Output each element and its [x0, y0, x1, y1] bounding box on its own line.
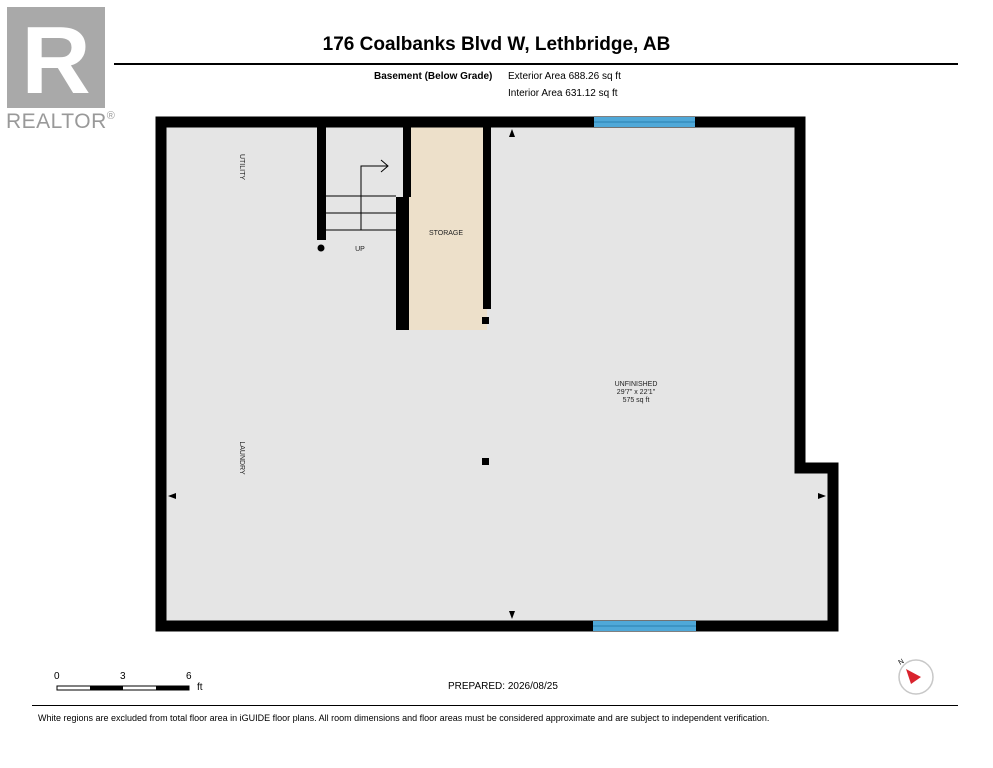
title-divider	[114, 63, 958, 65]
dimension-arrow-bottom	[509, 611, 515, 619]
compass-needle-icon	[906, 669, 921, 684]
room-label-laundry: LAUNDRY	[238, 441, 245, 475]
interior-area: Interior Area 631.12 sq ft	[508, 88, 618, 99]
scale-label-0: 0	[54, 671, 60, 682]
registered-mark: ®	[106, 110, 116, 122]
column-post	[482, 317, 489, 324]
storage-wall-left	[396, 197, 409, 330]
exterior-wall	[155, 116, 839, 632]
room-label-storage: STORAGE	[429, 230, 463, 237]
scale-bar-segment	[90, 686, 123, 690]
storage-wall-right	[483, 127, 491, 309]
room-dimensions-unfinished: 29'7" x 22'1"	[617, 389, 656, 396]
floor-area	[161, 122, 833, 626]
footer-divider	[32, 705, 958, 706]
realtor-logo: R	[7, 7, 105, 114]
room-area-unfinished: 575 sq ft	[623, 397, 650, 404]
stair-label-up: UP	[355, 246, 365, 253]
compass-north-label: N	[898, 658, 906, 667]
stair-arrow-icon	[360, 165, 388, 196]
scale-label-3: 3	[120, 671, 126, 682]
dimension-arrow-left	[168, 493, 176, 499]
realtor-wordmark: REALTOR®	[6, 110, 115, 134]
stair-wall-left	[317, 127, 326, 240]
footer-disclaimer: White regions are excluded from total fl…	[38, 713, 770, 723]
column-post	[482, 458, 489, 465]
compass-icon: N	[898, 658, 934, 695]
stair-arrow-head	[380, 159, 389, 173]
realtor-name: REALTOR	[6, 110, 107, 133]
storage-room-fill	[408, 127, 487, 330]
logo-letter: R	[21, 7, 90, 108]
room-label-utility: UTILITY	[238, 154, 245, 180]
floor-level-label: Basement (Below Grade)	[374, 71, 493, 82]
scale-unit: ft	[197, 682, 203, 693]
prepared-date: PREPARED: 2026/08/25	[448, 681, 558, 692]
page-title: 176 Coalbanks Blvd W, Lethbridge, AB	[322, 34, 671, 55]
stair-wall-right	[403, 127, 411, 197]
room-label-unfinished: UNFINISHED	[615, 381, 658, 388]
scale-bar-segment	[156, 686, 189, 690]
dimension-arrow-right	[818, 493, 826, 499]
dimension-arrow-top	[509, 129, 515, 137]
realtor-r-mark: R	[7, 7, 105, 114]
scale-label-6: 6	[186, 671, 192, 682]
exterior-area: Exterior Area 688.26 sq ft	[508, 71, 621, 82]
scale-bar	[56, 685, 190, 691]
stair-start-dot	[317, 244, 325, 252]
